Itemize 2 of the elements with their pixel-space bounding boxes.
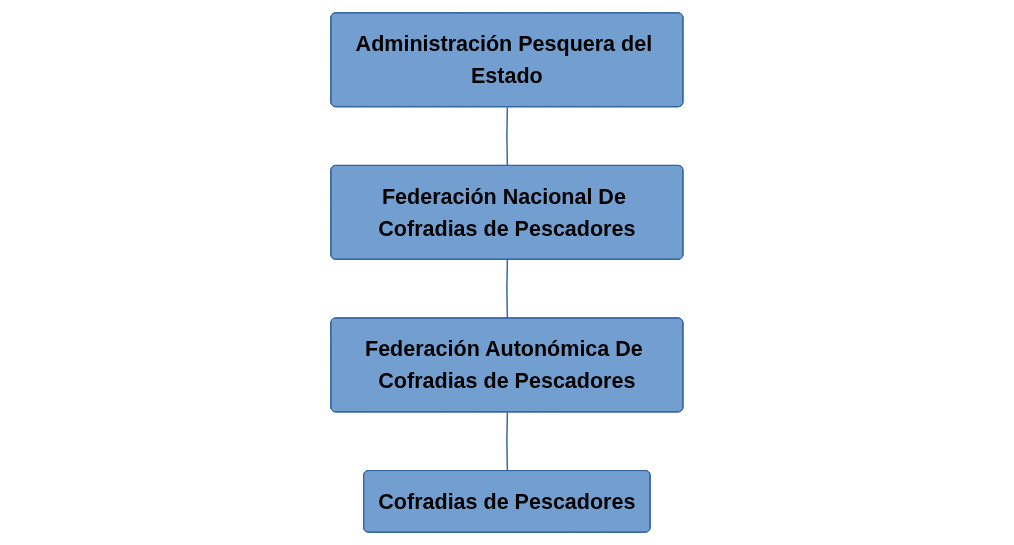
connector: [506, 106, 509, 167]
connector: [506, 411, 509, 472]
